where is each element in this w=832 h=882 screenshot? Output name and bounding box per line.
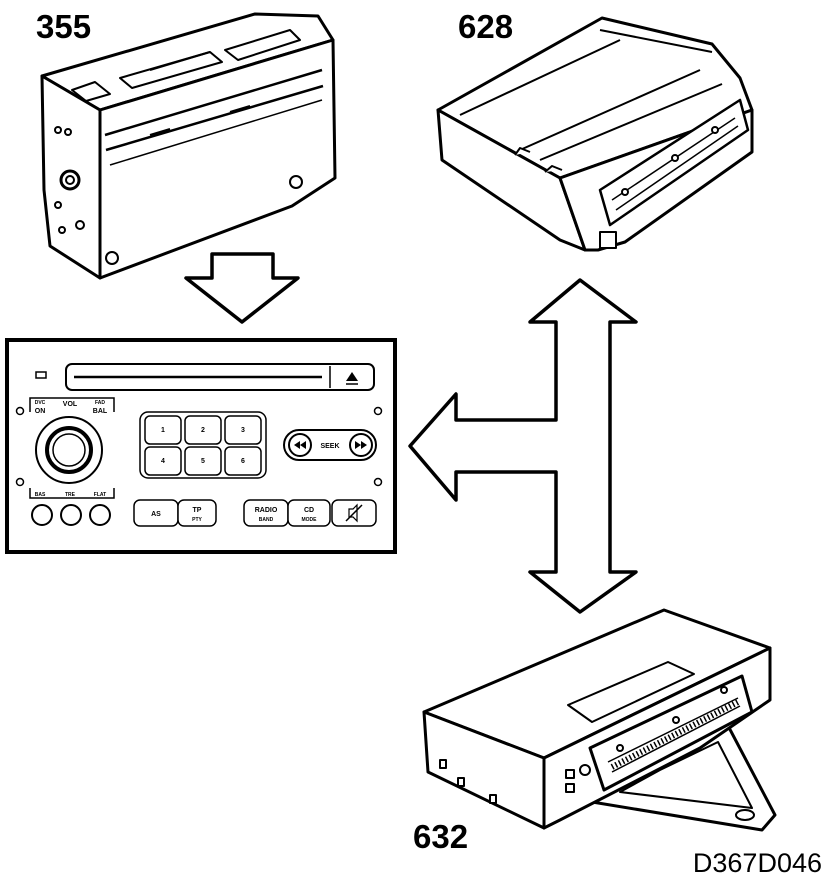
preset-button-3[interactable] bbox=[224, 415, 262, 445]
treble-button[interactable] bbox=[60, 504, 82, 526]
seek-label: SEEK bbox=[320, 443, 339, 450]
preset-button-4[interactable] bbox=[144, 446, 182, 476]
preset-button-5[interactable] bbox=[184, 446, 222, 476]
svg-text:FLAT: FLAT bbox=[94, 492, 106, 498]
module-628 bbox=[436, 16, 754, 252]
label-632: 632 bbox=[413, 818, 468, 855]
radio-label: RADIO bbox=[255, 507, 278, 514]
preset-label-5: 5 bbox=[201, 458, 205, 465]
svg-text:BAND: BAND bbox=[259, 517, 274, 523]
bal-label: BAL bbox=[93, 408, 108, 415]
preset-label-2: 2 bbox=[201, 427, 205, 434]
cd-button[interactable] bbox=[287, 499, 331, 527]
preset-label-3: 3 bbox=[241, 427, 245, 434]
preset-button-1[interactable] bbox=[144, 415, 182, 445]
preset-label-1: 1 bbox=[161, 427, 165, 434]
preset-button-6[interactable] bbox=[224, 446, 262, 476]
tp-button[interactable] bbox=[177, 499, 217, 527]
arrow-down-icon bbox=[184, 252, 300, 324]
svg-text:MODE: MODE bbox=[302, 517, 318, 523]
cd-changer-355 bbox=[40, 12, 337, 280]
module-632 bbox=[422, 608, 777, 832]
flat-button[interactable] bbox=[89, 504, 111, 526]
fad-label: FAD bbox=[95, 400, 105, 406]
tp-label: TP bbox=[193, 507, 202, 514]
figure-code: D367D046 bbox=[693, 848, 822, 878]
radio-head-unit: DVC ON VOL FAD BAL BAS TRE FLAT 1 2 3 4 … bbox=[5, 338, 397, 554]
preset-label-6: 6 bbox=[241, 458, 245, 465]
dvc-label: DVC bbox=[35, 400, 46, 406]
rewind-icon bbox=[294, 441, 306, 449]
connection-arrow-icon bbox=[408, 278, 638, 614]
on-label: ON bbox=[35, 408, 46, 415]
eject-icon bbox=[346, 372, 358, 381]
bass-button[interactable] bbox=[31, 504, 53, 526]
svg-text:TRE: TRE bbox=[65, 492, 76, 498]
svg-text:BAS: BAS bbox=[35, 492, 46, 498]
vol-label: VOL bbox=[63, 401, 78, 408]
indicator-led bbox=[35, 371, 47, 379]
label-628: 628 bbox=[458, 8, 513, 45]
preset-button-2[interactable] bbox=[184, 415, 222, 445]
svg-text:PTY: PTY bbox=[192, 517, 202, 523]
label-355: 355 bbox=[36, 8, 91, 45]
cd-label: CD bbox=[304, 507, 314, 514]
as-label: AS bbox=[151, 511, 161, 518]
preset-label-4: 4 bbox=[161, 458, 165, 465]
fast-forward-icon bbox=[355, 441, 367, 449]
